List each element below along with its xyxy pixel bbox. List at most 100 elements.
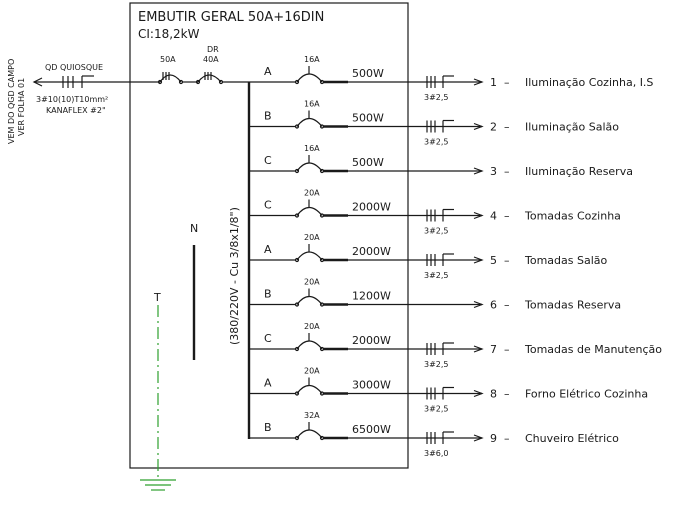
circuit-arrow-head [473, 167, 484, 175]
circuit-power: 500W [352, 156, 384, 169]
dr-label: DR [207, 45, 219, 54]
circuit-phase: C [264, 154, 272, 167]
circuit-separator: – [504, 432, 510, 445]
circuit-breaker-rating: 20A [304, 278, 320, 287]
circuit-separator: – [504, 343, 510, 356]
circuit-breaker-arc [296, 429, 323, 439]
circuit-separator: – [504, 165, 510, 178]
dr-breaker-symbol [195, 72, 224, 85]
circuit-breaker-rating: 16A [304, 144, 320, 153]
circuit-breaker-contact [294, 257, 300, 263]
circuit-cable: 3#2,5 [424, 271, 449, 280]
circuit-number: 9 [490, 432, 497, 445]
circuit-number: 7 [490, 343, 497, 356]
circuit-breaker-arc [296, 340, 323, 350]
circuit-phase: A [264, 65, 272, 78]
circuit-number: 8 [490, 388, 497, 401]
circuit-breaker-symbol [294, 288, 325, 307]
circuit-breaker-rating: 20A [304, 189, 320, 198]
circuit-description: Tomadas Cozinha [524, 210, 621, 223]
panel-installed-load: CI:18,2kW [138, 27, 200, 41]
circuit-description: Tomadas de Manutenção [524, 343, 662, 356]
panel-enclosure [129, 2, 409, 469]
circuit-separator: – [504, 299, 510, 312]
main-breaker-symbol [157, 72, 184, 85]
circuit-breaker-contact [294, 391, 300, 396]
circuit-breaker-arc [296, 384, 323, 394]
circuit-power: 500W [352, 67, 384, 80]
circuit-breaker-rating: 20A [304, 367, 320, 376]
circuit-conductor-marks [426, 431, 454, 444]
circuit-conductor-marks [426, 386, 454, 400]
circuit-description: Iluminação Reserva [525, 165, 633, 178]
feeder-cable: 3#10(10)T10mm² [36, 95, 108, 104]
circuit-power: 500W [352, 112, 384, 125]
circuit-breaker-contact [294, 79, 300, 85]
circuit-conductor-marks [426, 342, 454, 355]
neutral-label: N [190, 222, 198, 235]
feeder-panel-name: QD QUIOSQUE [45, 63, 103, 72]
circuit-breaker-arc [296, 73, 323, 83]
circuit-breaker-symbol [294, 422, 325, 441]
circuit-power: 2000W [352, 245, 391, 258]
circuit-separator: – [504, 388, 510, 401]
circuit-cable: 3#2,5 [424, 93, 449, 102]
circuit-conductor-marks [426, 208, 454, 222]
circuit-power: 2000W [352, 201, 391, 214]
circuit-cable: 3#6,0 [424, 449, 449, 458]
feeder-source-line2: VER FOLHA 01 [17, 78, 26, 136]
dr-rating: 40A [203, 55, 219, 64]
circuit-conductor-marks [426, 75, 454, 88]
circuit-breaker-rating: 20A [304, 233, 320, 242]
circuit-arrow-head [473, 78, 484, 86]
circuit-number: 1 [490, 76, 497, 89]
circuit-power: 6500W [352, 423, 391, 436]
feeder-source: VEM DO QGD CAMPO VER FOLHA 01 [7, 59, 26, 144]
circuit-phase: C [264, 199, 272, 212]
circuit-breaker-arc [296, 206, 323, 216]
circuit-breaker-contact [294, 213, 300, 218]
circuit-number: 4 [490, 210, 497, 223]
circuit-description: Tomadas Salão [524, 254, 608, 267]
main-breaker-rating: 50A [160, 55, 176, 64]
circuit-breaker-arc [296, 295, 323, 305]
circuit-number: 2 [490, 121, 497, 134]
circuit-description: Chuveiro Elétrico [525, 432, 619, 445]
circuit-conductor-marks [426, 119, 454, 133]
circuit-row: B 32A 6500W 3#6,0 9– Chuveiro Elétrico [249, 411, 619, 458]
circuit-cable: 3#2,5 [424, 138, 449, 147]
feeder-source-line1: VEM DO QGD CAMPO [7, 59, 16, 144]
circuit-separator: – [504, 76, 510, 89]
circuit-breaker-contact [294, 435, 300, 441]
circuit-cable: 3#2,5 [424, 405, 449, 414]
circuit-description: Iluminação Salão [525, 121, 619, 134]
circuit-row: C 16A 500W 3– Iluminação Reserva [249, 144, 633, 178]
circuit-number: 3 [490, 165, 497, 178]
circuit-arrow-head [473, 345, 484, 353]
circuit-arrow-head [473, 122, 484, 131]
circuit-breaker-contact [294, 302, 300, 307]
circuit-arrow-head [473, 300, 484, 309]
circuit-cable: 3#2,5 [424, 360, 449, 369]
circuit-description: Iluminação Cozinha, I.S [525, 76, 653, 89]
circuit-cable: 3#2,5 [424, 227, 449, 236]
circuit-breaker-rating: 16A [304, 55, 320, 64]
circuit-breaker-symbol [294, 244, 325, 263]
circuit-breaker-rating: 20A [304, 322, 320, 331]
circuit-phase: B [264, 421, 272, 434]
circuit-breaker-symbol [294, 110, 325, 129]
circuit-breaker-symbol [294, 377, 325, 396]
circuit-breaker-rating: 32A [304, 411, 320, 420]
circuit-number: 5 [490, 254, 497, 267]
circuit-number: 6 [490, 299, 497, 312]
circuit-breaker-arc [296, 117, 323, 127]
circuit-arrow-head [473, 211, 484, 220]
circuit-breaker-symbol [294, 333, 325, 352]
circuit-breaker-arc [296, 251, 323, 261]
